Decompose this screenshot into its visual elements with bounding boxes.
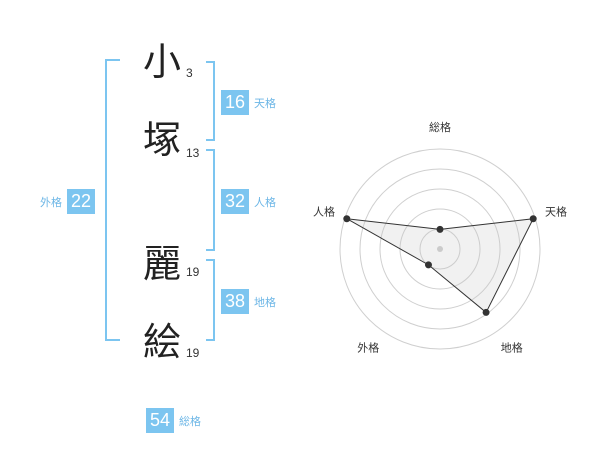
- stroke-count-3: 19: [186, 265, 200, 279]
- chikaku-bracket: [206, 259, 215, 341]
- jinkaku-value: 32: [221, 189, 249, 214]
- soukaku-badge: 54 総格: [146, 408, 201, 433]
- radar-axis-label: 天格: [545, 204, 567, 218]
- radar-polygon: [346, 218, 535, 314]
- jinkaku-bracket: [206, 149, 215, 251]
- soukaku-value: 54: [146, 408, 174, 433]
- name-char-4: 絵: [142, 320, 181, 364]
- gaikaku-label: 外格: [40, 195, 62, 209]
- chikaku-label: 地格: [254, 295, 276, 309]
- tenkaku-bracket: [206, 61, 215, 141]
- radar-point: [529, 215, 537, 223]
- stroke-count-2: 13: [186, 146, 200, 160]
- jinkaku-badge: 32 人格: [221, 189, 276, 214]
- bracket-lines: [105, 59, 215, 341]
- radar-ring: [379, 188, 501, 310]
- radar-axis-label: 人格: [313, 204, 335, 218]
- name-char-3: 麗: [142, 242, 181, 286]
- gaikaku-value: 22: [67, 189, 95, 214]
- tenkaku-badge: 16 天格: [221, 90, 276, 115]
- tenkaku-label: 天格: [254, 96, 276, 110]
- radar-ring: [339, 148, 541, 350]
- stroke-count-1: 3: [186, 66, 193, 80]
- radar-axis-label: 地格: [501, 341, 523, 355]
- chikaku-value: 38: [221, 289, 249, 314]
- name-char-2: 塚: [142, 118, 181, 162]
- stroke-count-4: 19: [186, 346, 200, 360]
- radar-axis-label: 外格: [357, 341, 379, 355]
- tenkaku-value: 16: [221, 90, 249, 115]
- radar-point: [482, 308, 490, 316]
- gaikaku-badge: 外格 22: [40, 189, 95, 214]
- gaikaku-bracket: [105, 59, 120, 341]
- radar-point: [424, 261, 432, 269]
- radar-point: [343, 215, 351, 223]
- chikaku-badge: 38 地格: [221, 289, 276, 314]
- radar-center-dot: [437, 246, 443, 252]
- radar-ring: [359, 168, 521, 330]
- jinkaku-label: 人格: [254, 195, 276, 209]
- radar-point: [436, 225, 444, 233]
- name-char-1: 小: [142, 40, 181, 84]
- radar-axis-label: 総格: [429, 120, 451, 134]
- soukaku-label: 総格: [179, 414, 201, 428]
